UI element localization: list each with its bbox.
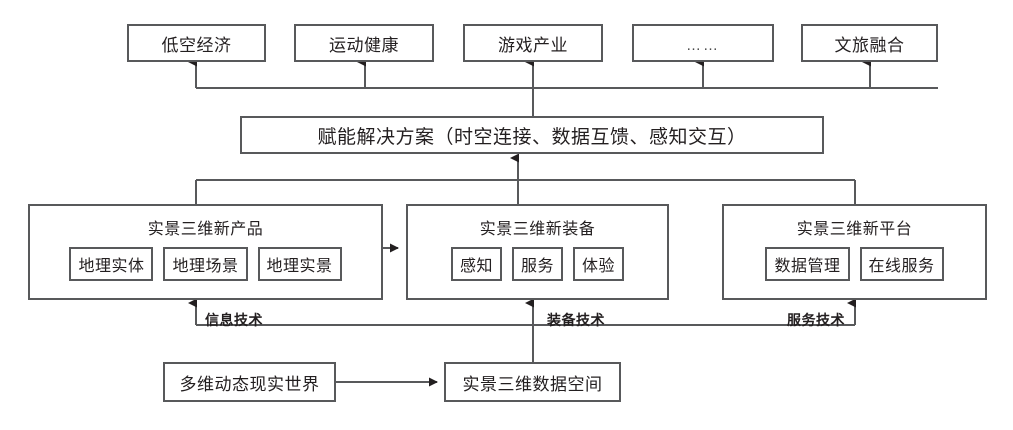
child-label: 地理实景 (266, 258, 333, 275)
child-box-online-service[interactable]: 在线服务 (859, 247, 944, 281)
child-box-service[interactable]: 服务 (511, 247, 563, 281)
group-box-new-products[interactable]: 实景三维新产品 地理实体 地理场景 地理实景 (28, 204, 383, 300)
application-box-more[interactable]: …… (632, 24, 774, 62)
group-children: 数据管理 在线服务 (724, 247, 985, 281)
group-title: 实景三维新平台 (796, 221, 913, 238)
child-label: 在线服务 (868, 258, 935, 275)
child-label: 服务 (520, 258, 554, 275)
application-label: 文旅融合 (834, 35, 905, 55)
child-label: 地理实体 (78, 258, 145, 275)
child-box-geographic-reality[interactable]: 地理实景 (257, 247, 342, 281)
base-box-data-space[interactable]: 实景三维数据空间 (444, 362, 621, 402)
edge-label-equipment-technology: 装备技术 (547, 312, 605, 328)
application-box-sports-health[interactable]: 运动健康 (294, 24, 434, 62)
base-label: 实景三维数据空间 (462, 374, 603, 394)
group-children: 地理实体 地理场景 地理实景 (30, 247, 381, 281)
child-box-experience[interactable]: 体验 (573, 247, 625, 281)
edge-label-information-technology: 信息技术 (205, 312, 263, 328)
group-box-new-equipment[interactable]: 实景三维新装备 感知 服务 体验 (406, 204, 669, 300)
group-box-new-platform[interactable]: 实景三维新平台 数据管理 在线服务 (722, 204, 987, 300)
child-label: 地理场景 (172, 258, 239, 275)
child-label: 体验 (582, 258, 616, 275)
group-title: 实景三维新产品 (147, 221, 264, 238)
solution-box[interactable]: 赋能解决方案（时空连接、数据互馈、感知交互） (240, 116, 824, 154)
base-box-real-world[interactable]: 多维动态现实世界 (163, 362, 336, 402)
base-label: 多维动态现实世界 (179, 374, 320, 394)
child-label: 感知 (459, 258, 493, 275)
child-box-geographic-entity[interactable]: 地理实体 (69, 247, 154, 281)
application-label: 低空经济 (161, 35, 232, 55)
child-label: 数据管理 (774, 258, 841, 275)
application-box-culture-tourism[interactable]: 文旅融合 (801, 24, 938, 62)
child-box-perception[interactable]: 感知 (450, 247, 502, 281)
application-label: 游戏产业 (498, 35, 568, 55)
group-title: 实景三维新装备 (479, 221, 596, 238)
edge-label-service-technology: 服务技术 (787, 312, 845, 328)
application-label: 运动健康 (329, 35, 399, 55)
solution-label: 赋能解决方案（时空连接、数据互馈、感知交互） (317, 126, 747, 148)
child-box-geographic-scene[interactable]: 地理场景 (163, 247, 248, 281)
child-box-data-management[interactable]: 数据管理 (765, 247, 850, 281)
application-box-low-altitude-economy[interactable]: 低空经济 (127, 24, 266, 62)
group-children: 感知 服务 体验 (408, 247, 667, 281)
application-box-gaming-industry[interactable]: 游戏产业 (463, 24, 603, 62)
application-label: …… (686, 37, 720, 54)
